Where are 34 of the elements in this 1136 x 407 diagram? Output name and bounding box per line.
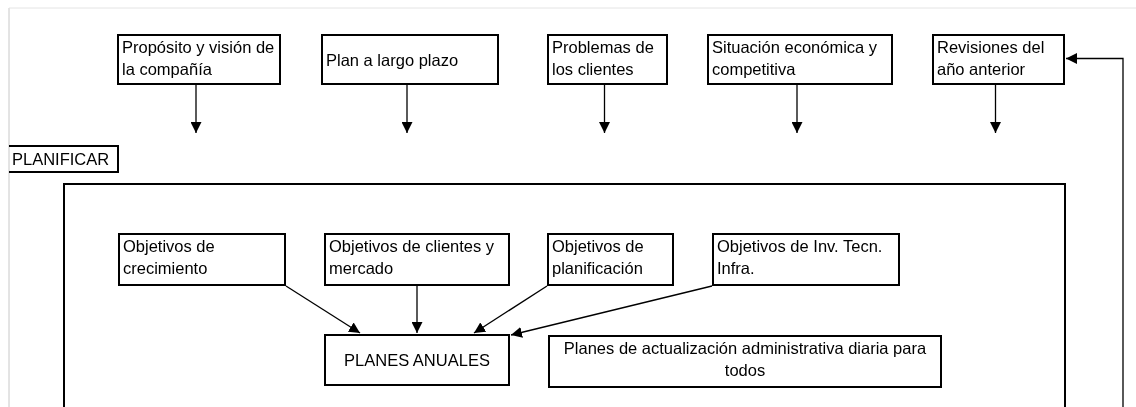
process-box xyxy=(324,334,510,386)
process-box xyxy=(321,34,499,85)
process-box xyxy=(324,233,510,286)
arrow xyxy=(411,285,423,334)
process-box xyxy=(547,34,668,85)
box-text: Objetivos de clientes y mercado xyxy=(328,236,496,279)
box-text: Planes de actualización administrativa diaria para todos xyxy=(562,338,928,381)
arrow xyxy=(190,84,202,134)
process-box xyxy=(548,335,942,388)
label-box xyxy=(9,145,119,173)
arrow xyxy=(473,285,548,334)
process-box xyxy=(707,34,893,85)
frame-box xyxy=(63,183,1066,407)
arrow xyxy=(285,285,361,334)
box-text: Situación económica y competitiva xyxy=(711,37,879,80)
arrow xyxy=(1065,53,1124,407)
arrow xyxy=(510,285,713,338)
box-text: Propósito y visión de la compañía xyxy=(121,37,276,80)
arrow xyxy=(791,84,803,134)
box-text: Objetivos de Inv. Tecn. Infra. xyxy=(716,236,884,279)
section-title: PLANIFICAR xyxy=(11,149,111,170)
box-text: Revisiones del año anterior xyxy=(936,37,1046,80)
arrow xyxy=(599,84,610,134)
arrow xyxy=(401,84,413,134)
box-text: Plan a largo plazo xyxy=(325,49,460,71)
box-text: Objetivos de crecimiento xyxy=(122,236,216,279)
box-text: Objetivos de planificación xyxy=(551,236,645,279)
box-text: PLANES ANUALES xyxy=(343,350,491,371)
process-box xyxy=(712,233,900,286)
process-box xyxy=(932,34,1065,85)
process-box xyxy=(118,233,286,286)
arrow xyxy=(990,84,1001,134)
process-box xyxy=(547,233,674,286)
box-text: Problemas de los clientes xyxy=(551,37,655,80)
